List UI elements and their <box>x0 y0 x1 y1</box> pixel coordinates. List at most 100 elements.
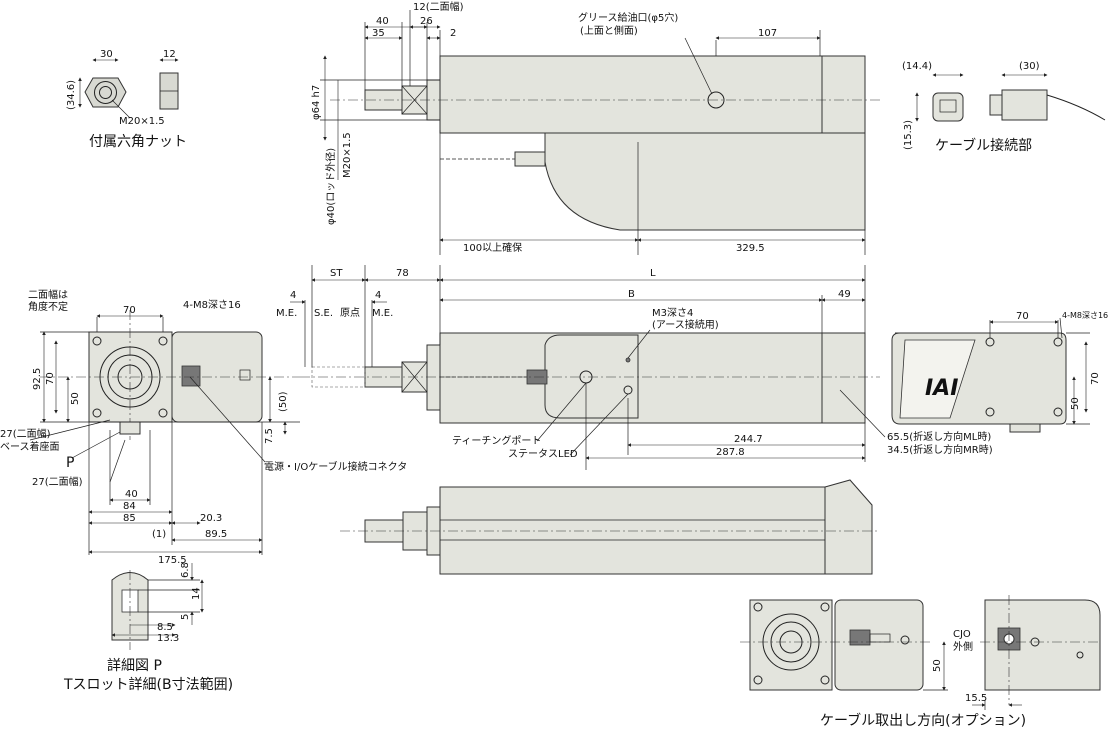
connector-label: 電源・I/Oケーブル接続コネクタ <box>264 460 407 473</box>
front-dim-85: 85 <box>123 513 136 524</box>
front-dim-27-a: 27(二面幅) <box>0 427 51 440</box>
main-me-left: M.E. <box>276 308 297 319</box>
top-dim-12-width: 12(二面幅) <box>413 0 464 13</box>
top-view: 40 35 12(二面幅) 26 2 107 φ64 h7 M20×1.5 φ4… <box>311 0 880 255</box>
detail-dim-6-8: 6.8 <box>180 562 191 578</box>
detail-dim-5: 5 <box>180 614 191 620</box>
front-dim-40: 40 <box>125 489 138 500</box>
front-t-slot <box>119 421 141 435</box>
option-side-box <box>984 599 1101 691</box>
front-dim-m8: 4-M8深さ16 <box>183 299 241 311</box>
cable-plug-body <box>1001 89 1048 121</box>
front-base-seat: ベース着座面 <box>0 440 60 453</box>
top-dim-phi64: φ64 h7 <box>311 85 322 120</box>
cable-view: (14.4) (30) (15.3) ケーブル接続部 <box>902 61 1106 154</box>
front-dim-92-5: 92.5 <box>32 368 43 390</box>
nut-dim-12: 12 <box>163 49 176 60</box>
front-note-1: 二面幅は <box>28 288 68 301</box>
main-ground-note: (アース接続用) <box>652 318 719 331</box>
end-dim-70-h: 70 <box>1016 311 1029 322</box>
grease-label-2: (上面と側面) <box>580 24 638 37</box>
detail-dim-13-3: 13.3 <box>157 633 179 644</box>
detail-dim-14: 14 <box>191 587 202 600</box>
front-dim-70: 70 <box>123 305 136 316</box>
nut-outer-circle <box>94 81 117 104</box>
nut-hex-shape <box>84 77 127 108</box>
top-dim-329-5: 329.5 <box>736 243 765 254</box>
option-motor-box <box>834 599 924 691</box>
cable-dim-30: (30) <box>1019 61 1040 72</box>
front-dim-50-paren: (50) <box>278 391 289 412</box>
top-cable-connector <box>514 151 546 167</box>
front-dim-20-3: 20.3 <box>200 513 222 524</box>
option-dim-15-5: 15.5 <box>965 693 987 704</box>
front-bolt-hole-3 <box>92 408 102 418</box>
nut-hole <box>99 86 112 99</box>
option-flange <box>749 599 833 691</box>
cable-caption: ケーブル接続部 <box>935 137 1032 154</box>
end-bolt-3 <box>985 407 995 417</box>
front-dim-89-5: 89.5 <box>205 529 227 540</box>
main-flange <box>426 344 441 411</box>
option-caption: ケーブル取出し方向(オプション) <box>820 712 1026 729</box>
front-note-2: 角度不定 <box>28 300 68 313</box>
grease-label-1: グリース給油口(φ5穴) <box>578 11 678 24</box>
front-dim-27-b: 27(二面幅) <box>32 475 83 488</box>
front-detail-p-marker: P <box>66 455 74 471</box>
top-dim-2: 2 <box>450 28 456 39</box>
option-view: CJO 外側 50 15.5 ケーブル取出し方向(オプション) <box>740 595 1101 729</box>
ml-note: 65.5(折返し方向ML時) <box>887 430 991 443</box>
front-dim-84: 84 <box>123 501 136 512</box>
end-dim-50: 50 <box>1070 397 1081 410</box>
nut-dim-30: 30 <box>100 49 113 60</box>
main-rod-stroke-phantom <box>311 366 366 388</box>
end-dim-70-v: 70 <box>1090 372 1101 385</box>
top-end-cap <box>821 55 866 134</box>
top-actuator-body <box>439 55 866 134</box>
nut-dim-34-6: (34.6) <box>66 80 77 110</box>
cable-dim-15-3: (15.3) <box>903 120 914 150</box>
cable-socket <box>932 92 964 122</box>
front-connector <box>181 365 201 387</box>
bottom-view <box>340 479 880 575</box>
top-dim-100: 100以上確保 <box>463 241 522 254</box>
main-dim-244-7: 244.7 <box>734 434 763 445</box>
main-dim-b: B <box>628 289 635 300</box>
ground-screw <box>625 357 631 363</box>
bottom-end-cap <box>824 479 873 575</box>
detail-p-caption-1: 詳細図 P <box>107 658 162 674</box>
top-dim-phi40: φ40(ロッド外径) <box>324 148 337 225</box>
front-bolt-hole-1 <box>92 336 102 346</box>
front-dim-50: 50 <box>70 392 81 405</box>
cable-plug <box>989 94 1003 116</box>
nut-caption: 付属六角ナット <box>89 134 187 150</box>
nut-view: 30 12 (34.6) M20×1.5 付属六角ナット <box>66 49 187 150</box>
main-m3: M3深さ4 <box>652 307 693 319</box>
front-bolt-hole-4 <box>158 408 168 418</box>
top-dim-107: 107 <box>758 28 777 39</box>
main-dim-l: L <box>650 268 656 279</box>
top-dim-35: 35 <box>372 28 385 39</box>
main-dim-78: 78 <box>396 268 409 279</box>
main-end-cap <box>821 332 866 424</box>
detail-p: 6.8 14 5 8.5 13.3 詳細図 P Tスロット詳細(B寸法範囲) <box>63 562 233 693</box>
main-me-right: M.E. <box>372 308 393 319</box>
top-motor-housing <box>544 132 866 231</box>
detail-dim-8-5: 8.5 <box>157 622 173 633</box>
end-view: IAI 70 4-M8深さ16 70 50 <box>891 311 1108 433</box>
front-bolt-hole-2 <box>158 336 168 346</box>
main-actuator-body <box>439 332 866 424</box>
nut-dim-m20: M20×1.5 <box>119 116 165 127</box>
front-dim-175-5: 175.5 <box>158 555 187 566</box>
main-dim-4-a: 4 <box>290 290 296 301</box>
option-dim-50: 50 <box>932 659 943 672</box>
mr-note: 34.5(折返し方向MR時) <box>887 443 993 456</box>
top-dim-40: 40 <box>376 16 389 27</box>
detail-p-caption-2: Tスロット詳細(B寸法範囲) <box>63 676 233 693</box>
top-dim-26: 26 <box>420 16 433 27</box>
front-dim-7-5: 7.5 <box>264 428 275 444</box>
option-cjo-1: CJO <box>953 629 971 640</box>
main-dim-49: 49 <box>838 289 851 300</box>
main-origin: 原点 <box>340 307 360 319</box>
iai-logo: IAI <box>925 376 958 401</box>
